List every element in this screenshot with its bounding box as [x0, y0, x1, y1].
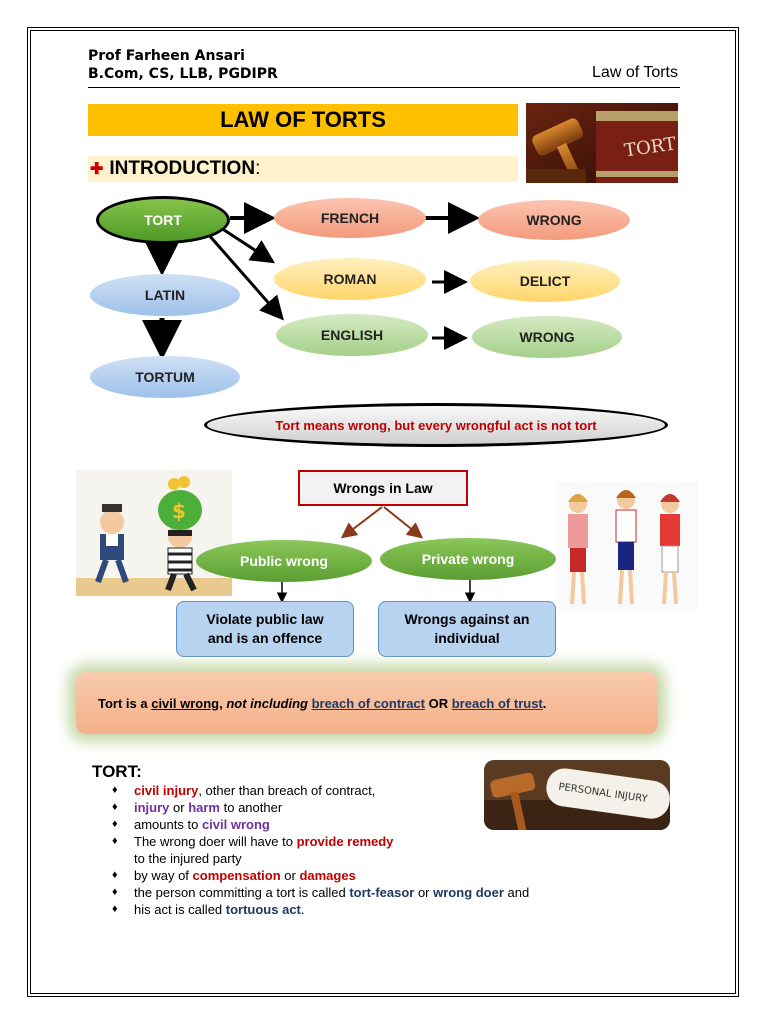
wrongs-in-law-node: Wrongs in Law	[298, 470, 468, 506]
intro-label: INTRODUCTION	[109, 158, 256, 179]
def-civil-wrong: civil wrong	[151, 695, 220, 711]
svg-text:$: $	[172, 499, 186, 523]
list-item: his act is called tortuous act.	[110, 901, 650, 918]
tort-note: Tort means wrong, but every wrongful act…	[204, 403, 668, 447]
tortum-node: TORTUM	[90, 356, 240, 398]
list-item: The wrong doer will have to provide reme…	[110, 833, 650, 867]
private-desc-line-1: Wrongs against an	[404, 611, 530, 627]
public-wrong-node: Public wrong	[196, 540, 372, 582]
def-not-including: not including	[226, 695, 308, 711]
thief-cartoon-image: $	[76, 470, 232, 596]
delict-node: DELICT	[470, 260, 620, 302]
def-breach-contract: breach of contract	[311, 695, 425, 711]
author-name: Prof Farheen Ansari	[88, 48, 245, 64]
plus-icon: ✚	[90, 161, 104, 178]
public-wrong-desc: Violate public law and is an offence	[176, 601, 354, 657]
private-wrong-desc: Wrongs against an individual	[378, 601, 556, 657]
gavel-tort-image: TORT	[526, 103, 678, 183]
english-node: ENGLISH	[276, 314, 428, 356]
def-text-2: ,	[219, 695, 227, 711]
tort-points-list: civil injury, other than breach of contr…	[110, 782, 650, 918]
wrong-node-1: WRONG	[478, 200, 630, 240]
def-text-5: .	[542, 695, 547, 711]
tort-definition-banner: Tort is a civil wrong, not including bre…	[76, 672, 658, 734]
page-border	[30, 30, 736, 994]
list-item: amounts to civil wrong	[110, 816, 650, 833]
tort-section-heading: TORT:	[92, 762, 142, 781]
page-title: LAW OF TORTS	[88, 104, 518, 136]
french-node: FRENCH	[274, 198, 426, 238]
tort-node: TORT	[96, 196, 230, 244]
list-item: the person committing a tort is called t…	[110, 884, 650, 901]
public-desc-line-1: Violate public law	[206, 611, 324, 627]
intro-colon: :	[255, 158, 261, 179]
header-subject: Law of Torts	[592, 64, 678, 81]
roman-node: ROMAN	[274, 258, 426, 300]
list-item: by way of compensation or damages	[110, 867, 650, 884]
etymology-arrows	[142, 202, 480, 360]
def-text-1: Tort is a	[98, 695, 152, 711]
list-item: civil injury, other than breach of contr…	[110, 782, 650, 799]
latin-node: LATIN	[90, 274, 240, 316]
wrong-node-2: WRONG	[472, 316, 622, 358]
private-desc-line-2: individual	[434, 630, 500, 646]
private-wrong-node: Private wrong	[380, 538, 556, 580]
author-credentials: B.Com, CS, LLB, PGDIPR	[88, 66, 278, 82]
public-desc-line-2: and is an offence	[207, 630, 323, 646]
header-rule	[88, 87, 680, 88]
wrongs-arrows	[276, 506, 476, 603]
women-gossip-image	[556, 482, 698, 612]
def-breach-trust: breach of trust	[451, 695, 543, 711]
def-text-4: OR	[425, 695, 452, 711]
intro-heading: ✚ INTRODUCTION:	[88, 156, 518, 182]
list-item: injury or harm to another	[110, 799, 650, 816]
